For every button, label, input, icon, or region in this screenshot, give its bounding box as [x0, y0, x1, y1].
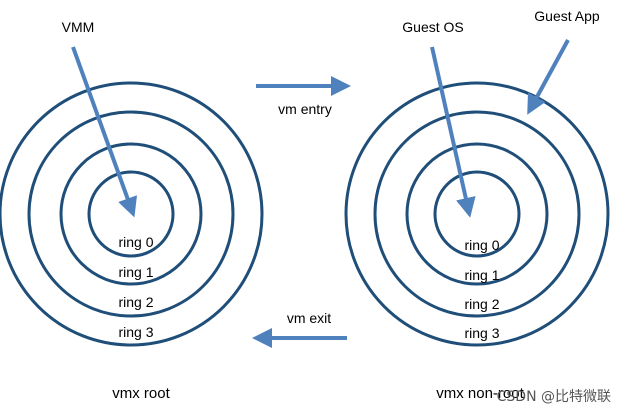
vmm-pointer-arrow	[71, 46, 138, 218]
right-ring-3	[344, 81, 610, 347]
left-ring-2-label: ring 2	[118, 294, 153, 310]
left-ring-1-label: ring 1	[118, 264, 153, 280]
vmm-label: VMM	[62, 19, 95, 35]
vm-entry-label: vm entry	[278, 101, 332, 117]
guest-app-label: Guest App	[534, 8, 600, 24]
left-ring-1	[59, 142, 203, 286]
right-ring-2	[373, 110, 581, 318]
left-ring-0	[87, 170, 175, 258]
right-ring-1	[405, 142, 549, 286]
guest-os-pointer-arrow	[430, 46, 476, 218]
right-ring-3-label: ring 3	[464, 325, 499, 341]
left-ring-0-label: ring 0	[118, 234, 153, 250]
vm-exit-label: vm exit	[287, 310, 331, 326]
right-ring-2-label: ring 2	[464, 296, 499, 312]
right-ring-1-label: ring 1	[464, 267, 499, 283]
left-ring-3-label: ring 3	[118, 324, 153, 340]
right-ring-diagram: ring 0 ring 1 ring 2 ring 3 Guest OS Gue…	[344, 8, 610, 402]
left-ring-3	[0, 81, 264, 347]
guest-os-label: Guest OS	[402, 19, 463, 35]
right-ring-0	[433, 170, 521, 258]
left-ring-2	[27, 110, 235, 318]
right-caption: vmx non-root	[436, 385, 524, 402]
watermark-text: CSDN @比特微联	[497, 389, 611, 405]
right-ring-0-label: ring 0	[464, 237, 499, 253]
guest-app-pointer-arrow	[527, 39, 570, 115]
left-ring-diagram: ring 0 ring 1 ring 2 ring 3 VMM vmx root	[0, 19, 264, 402]
left-caption: vmx root	[112, 385, 170, 402]
transition-group: vm entry vm exit	[252, 76, 351, 348]
